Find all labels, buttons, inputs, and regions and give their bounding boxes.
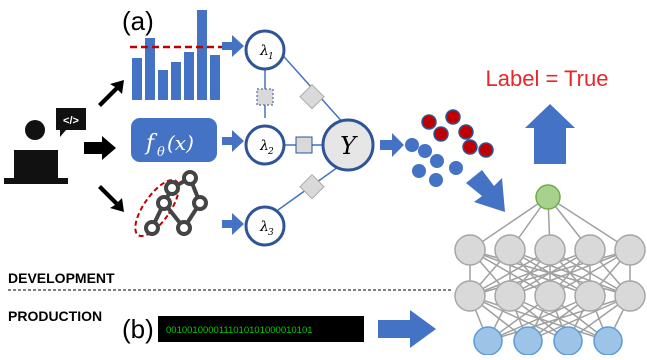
model-sub: θ (157, 145, 165, 160)
arrow-to-lambda2 (222, 130, 244, 152)
label-true-text: Label = True (486, 66, 609, 91)
nn-node-layer-3 (593, 326, 623, 356)
neural-network-icon (454, 184, 646, 356)
binary-string: 0010010000111010101000010101 (166, 325, 313, 336)
nn-node-layer-3 (473, 326, 503, 356)
model-box: f θ (x) (131, 118, 217, 162)
production-label: PRODUCTION (8, 308, 102, 324)
svg-text:λ: λ (259, 43, 269, 59)
binary-terminal (158, 316, 364, 342)
svg-text:1: 1 (268, 52, 274, 62)
label-dots (405, 109, 494, 187)
panel-b-label: (b) (122, 314, 154, 344)
nn-node-layer-1 (614, 234, 646, 266)
nn-edge (547, 196, 631, 251)
svg-text:λ: λ (259, 138, 269, 154)
developer-arrows (84, 80, 124, 212)
arrow-down-right (98, 185, 124, 212)
nn-node-layer-3 (553, 326, 583, 356)
nn-node-layer-2 (574, 280, 606, 312)
nn-edge (509, 249, 631, 297)
panel-a-label: (a) (122, 6, 154, 36)
nn-node-layer-1 (574, 234, 606, 266)
nn-node-layer-3 (513, 326, 543, 356)
svg-text:3: 3 (268, 228, 274, 238)
nn-node-layer-2 (454, 280, 486, 312)
graph-icon (134, 170, 208, 238)
svg-text:λ: λ (259, 219, 269, 235)
arrow-to-network (466, 170, 505, 212)
nn-edge (487, 295, 631, 342)
nn-node-layer-1 (534, 234, 566, 266)
arrow-to-lambda1 (222, 35, 244, 57)
nn-node-layer-2 (614, 280, 646, 312)
y-output-node: Y (321, 118, 375, 172)
lambda-3-node: λ 3 (244, 205, 286, 247)
model-arg: (x) (167, 131, 194, 155)
nn-edge (527, 295, 631, 342)
nn-edge (487, 295, 591, 342)
developer-icon: </> (4, 108, 86, 184)
y-label: Y (340, 132, 358, 160)
arrow-to-lambda3 (222, 213, 244, 235)
up-arrow (525, 104, 575, 164)
code-icon-text: </> (63, 115, 79, 127)
nn-edge (469, 249, 591, 297)
arrow-up-right (98, 80, 124, 107)
arrow-right (84, 136, 116, 160)
input-arrows (222, 35, 244, 235)
factor-nodes (256, 83, 325, 200)
histogram-icon (130, 10, 226, 100)
lambda-2-node: λ 2 (244, 124, 286, 166)
lambda-1-node: λ 1 (244, 29, 286, 71)
production-arrow (378, 310, 436, 348)
arrow-to-labels (380, 133, 404, 157)
nn-node-layer-0 (535, 184, 561, 210)
nn-node-layer-1 (494, 234, 526, 266)
svg-text:2: 2 (267, 147, 274, 157)
nn-node-layer-2 (534, 280, 566, 312)
nn-node-layer-1 (454, 234, 486, 266)
nn-node-layer-2 (494, 280, 526, 312)
development-label: DEVELOPMENT (8, 270, 115, 286)
